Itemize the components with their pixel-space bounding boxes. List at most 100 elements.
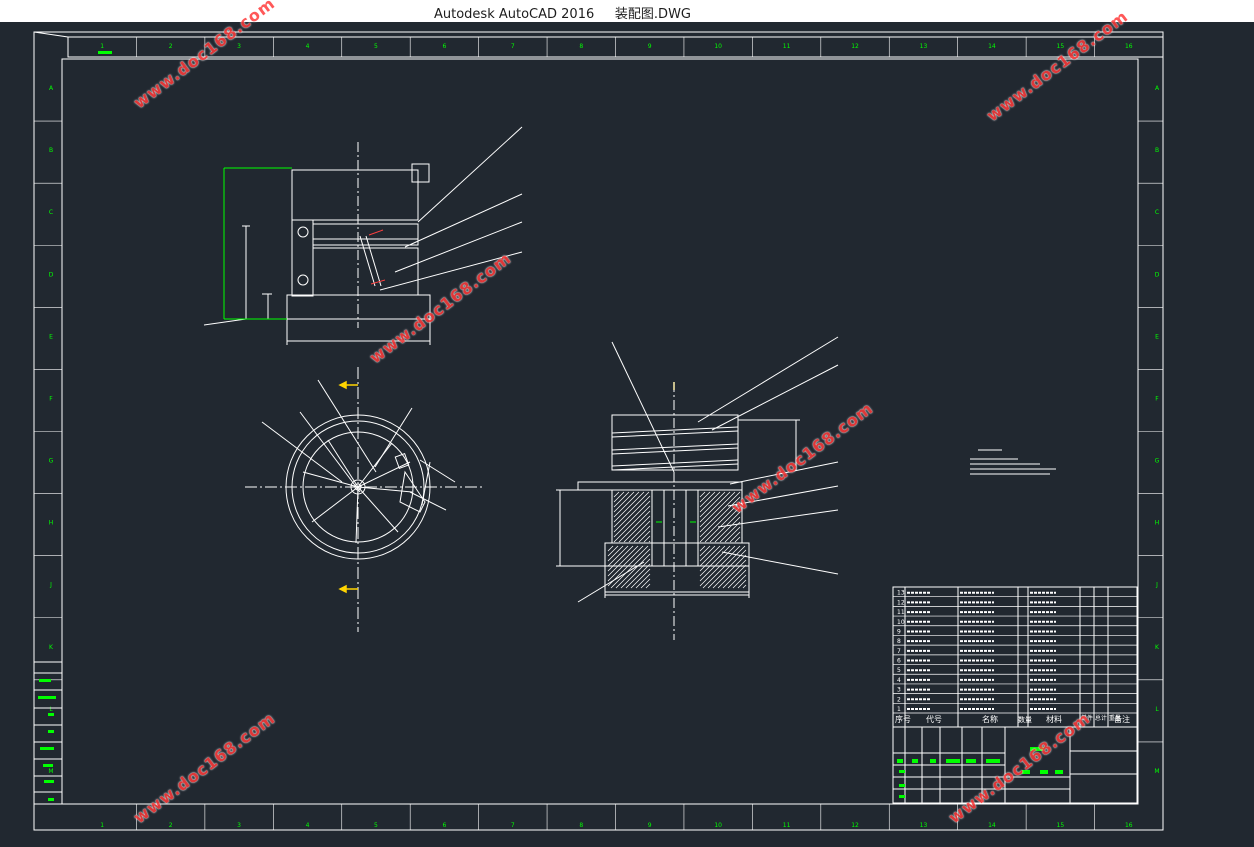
parts-row-number: 8 xyxy=(897,638,901,645)
parts-list-header-row: 序号 代号 名称 数量 材料 单件 总计 重量 备注 xyxy=(895,714,1130,724)
header-code: 代号 xyxy=(926,714,942,724)
hatch-line xyxy=(699,491,721,513)
zone-col-label: 10 xyxy=(714,822,722,829)
zone-col-label: 2 xyxy=(169,822,173,829)
hatch-line xyxy=(699,545,706,552)
zone-col-label: 12 xyxy=(851,822,859,829)
hatch-line xyxy=(722,564,747,589)
hatch-line xyxy=(613,495,651,533)
zone-col-label: 16 xyxy=(1125,43,1133,50)
hatch-line xyxy=(699,491,706,498)
hatch-line xyxy=(607,545,644,582)
hatch-line xyxy=(699,545,731,577)
zone-row-label: E xyxy=(49,333,53,340)
parts-row-number: 9 xyxy=(897,628,901,635)
zone-col-label: 11 xyxy=(783,822,791,829)
hatch-line xyxy=(613,491,650,528)
title-bar: Autodesk AutoCAD 2016 装配图.DWG xyxy=(0,0,1254,23)
hatch-line xyxy=(635,573,651,589)
hatch-line xyxy=(618,510,651,543)
hatch-line xyxy=(630,568,651,589)
parts-row-number: 4 xyxy=(897,677,901,684)
zone-col-label: 3 xyxy=(237,43,241,50)
hatch-line xyxy=(699,491,741,533)
parts-row-number: 2 xyxy=(897,696,901,703)
hatch-line xyxy=(737,579,747,589)
hatch-line xyxy=(607,545,629,567)
zone-row-label: M xyxy=(1154,768,1159,775)
hatch-line xyxy=(613,491,620,498)
zone-col-label: 13 xyxy=(920,822,928,829)
hatch-line xyxy=(704,506,741,543)
zone-col-label: 5 xyxy=(374,43,378,50)
hatch-line xyxy=(613,491,640,518)
zone-col-label: 4 xyxy=(306,43,310,50)
parts-row-number: 3 xyxy=(897,687,901,694)
hatch-line xyxy=(607,545,634,572)
parts-row-number: 13 xyxy=(897,590,905,597)
app-title: Autodesk AutoCAD 2016 xyxy=(434,7,595,22)
zone-row-label: G xyxy=(49,458,54,465)
hatch-line xyxy=(707,549,747,589)
zone-row-label: K xyxy=(49,644,54,651)
header-weight: 单件 总计 重量 xyxy=(1081,714,1121,722)
zone-col-label: 14 xyxy=(988,43,996,50)
hatch-line xyxy=(727,569,747,589)
parts-row-number: 1 xyxy=(897,706,901,713)
section-hatching xyxy=(607,491,747,589)
hatch-line xyxy=(640,578,651,589)
hatch-line xyxy=(699,545,736,582)
parts-row-number: 6 xyxy=(897,658,901,665)
drawing-frame xyxy=(33,31,1164,831)
front-view xyxy=(203,126,523,345)
hatch-line xyxy=(610,548,651,589)
zone-col-label: 1 xyxy=(100,822,104,829)
hatch-line xyxy=(729,531,741,543)
zone-row-label: K xyxy=(1155,644,1160,651)
hatch-line xyxy=(607,545,624,562)
zone-row-label: F xyxy=(49,395,53,402)
header-name: 名称 xyxy=(982,714,998,724)
zone-col-label: 2 xyxy=(169,43,173,50)
zone-row-label: E xyxy=(1155,333,1159,340)
zone-row-label: J xyxy=(1155,582,1158,589)
parts-row-number: 10 xyxy=(897,619,905,626)
zone-col-label: 6 xyxy=(442,822,446,829)
title-block-green-cells xyxy=(897,747,1063,798)
hatch-line xyxy=(607,545,614,552)
hatch-line xyxy=(719,521,741,543)
section-markers xyxy=(338,380,675,594)
drawing-svg[interactable]: 1122334455667788991010111112121313141415… xyxy=(0,22,1254,847)
hatch-line xyxy=(714,516,741,543)
zone-row-label: B xyxy=(49,147,53,154)
hatch-line xyxy=(625,563,651,589)
hatch-line xyxy=(615,553,651,589)
zone-col-label: 13 xyxy=(920,43,928,50)
parts-list-table xyxy=(892,586,1138,804)
zone-col-label: 5 xyxy=(374,822,378,829)
hatch-line xyxy=(607,545,619,557)
hatch-line xyxy=(648,540,651,543)
zone-col-label: 15 xyxy=(1057,43,1065,50)
hatch-line xyxy=(699,491,726,518)
zone-row-label: M xyxy=(48,768,53,775)
hatch-line xyxy=(643,535,651,543)
header-material: 材料 xyxy=(1046,714,1062,724)
hatch-line xyxy=(699,545,741,587)
zone-row-label: D xyxy=(1155,271,1160,278)
section-view xyxy=(556,336,839,640)
zone-col-label: 14 xyxy=(988,822,996,829)
zone-col-label: 15 xyxy=(1057,822,1065,829)
hatch-line xyxy=(623,515,651,543)
zone-col-label: 12 xyxy=(851,43,859,50)
zone-row-label: C xyxy=(49,209,53,216)
hatch-line xyxy=(724,526,741,543)
parts-row-number: 12 xyxy=(897,599,905,606)
hatch-line xyxy=(607,545,639,577)
hatch-line xyxy=(620,558,651,589)
hatch-line xyxy=(613,491,635,513)
hatch-line xyxy=(699,501,741,543)
hatch-line xyxy=(613,505,651,543)
hatch-line xyxy=(717,559,747,589)
